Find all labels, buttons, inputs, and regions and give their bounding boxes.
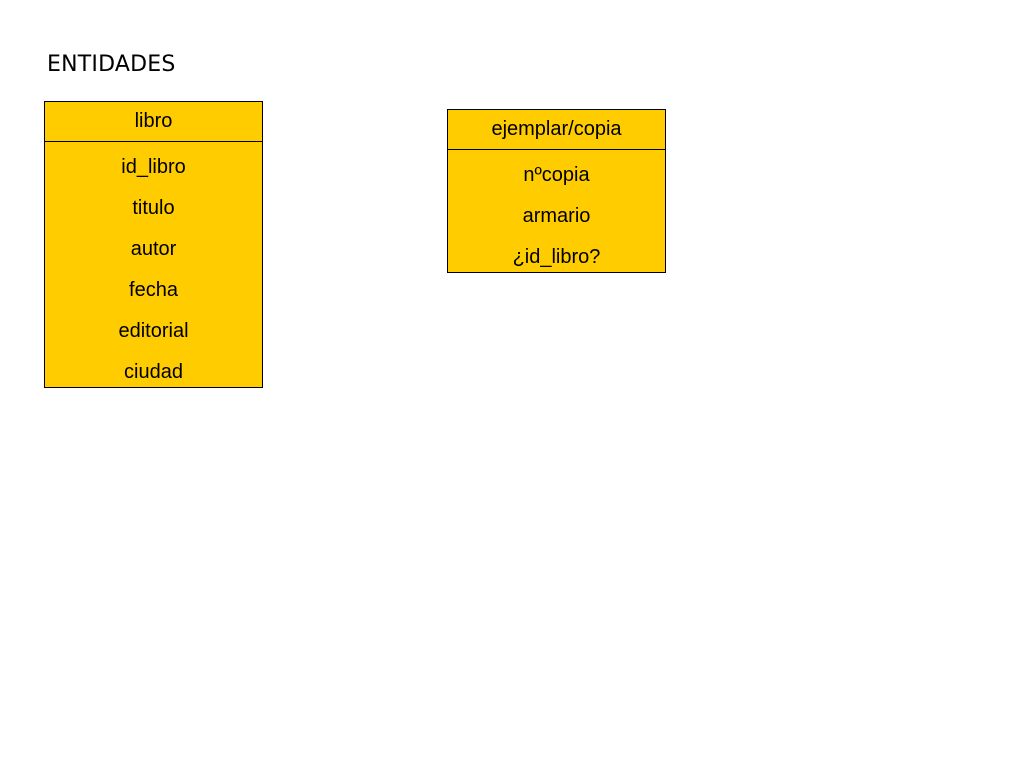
entity-attribute: ¿id_libro? xyxy=(512,246,601,268)
entity-attribute: id_libro xyxy=(121,156,186,178)
entity-attribute: ciudad xyxy=(124,361,183,383)
entity-attribute: autor xyxy=(130,238,177,260)
entity-box-ejemplar-copia: ejemplar/copia nºcopia armario ¿id_libro… xyxy=(447,109,666,273)
entity-attribute: fecha xyxy=(129,279,178,301)
entity-attribute: editorial xyxy=(118,320,189,342)
page-title: ENTIDADES xyxy=(47,52,176,77)
entity-name: ejemplar/copia xyxy=(448,110,665,150)
entity-attribute: armario xyxy=(522,205,591,227)
entity-attributes: id_libro titulo autor fecha editorial ci… xyxy=(45,142,262,393)
entity-attributes: nºcopia armario ¿id_libro? xyxy=(448,150,665,278)
entity-attribute: titulo xyxy=(132,197,175,219)
entity-box-libro: libro id_libro titulo autor fecha editor… xyxy=(44,101,263,388)
entity-name: libro xyxy=(45,102,262,142)
entity-attribute: nºcopia xyxy=(523,164,590,186)
